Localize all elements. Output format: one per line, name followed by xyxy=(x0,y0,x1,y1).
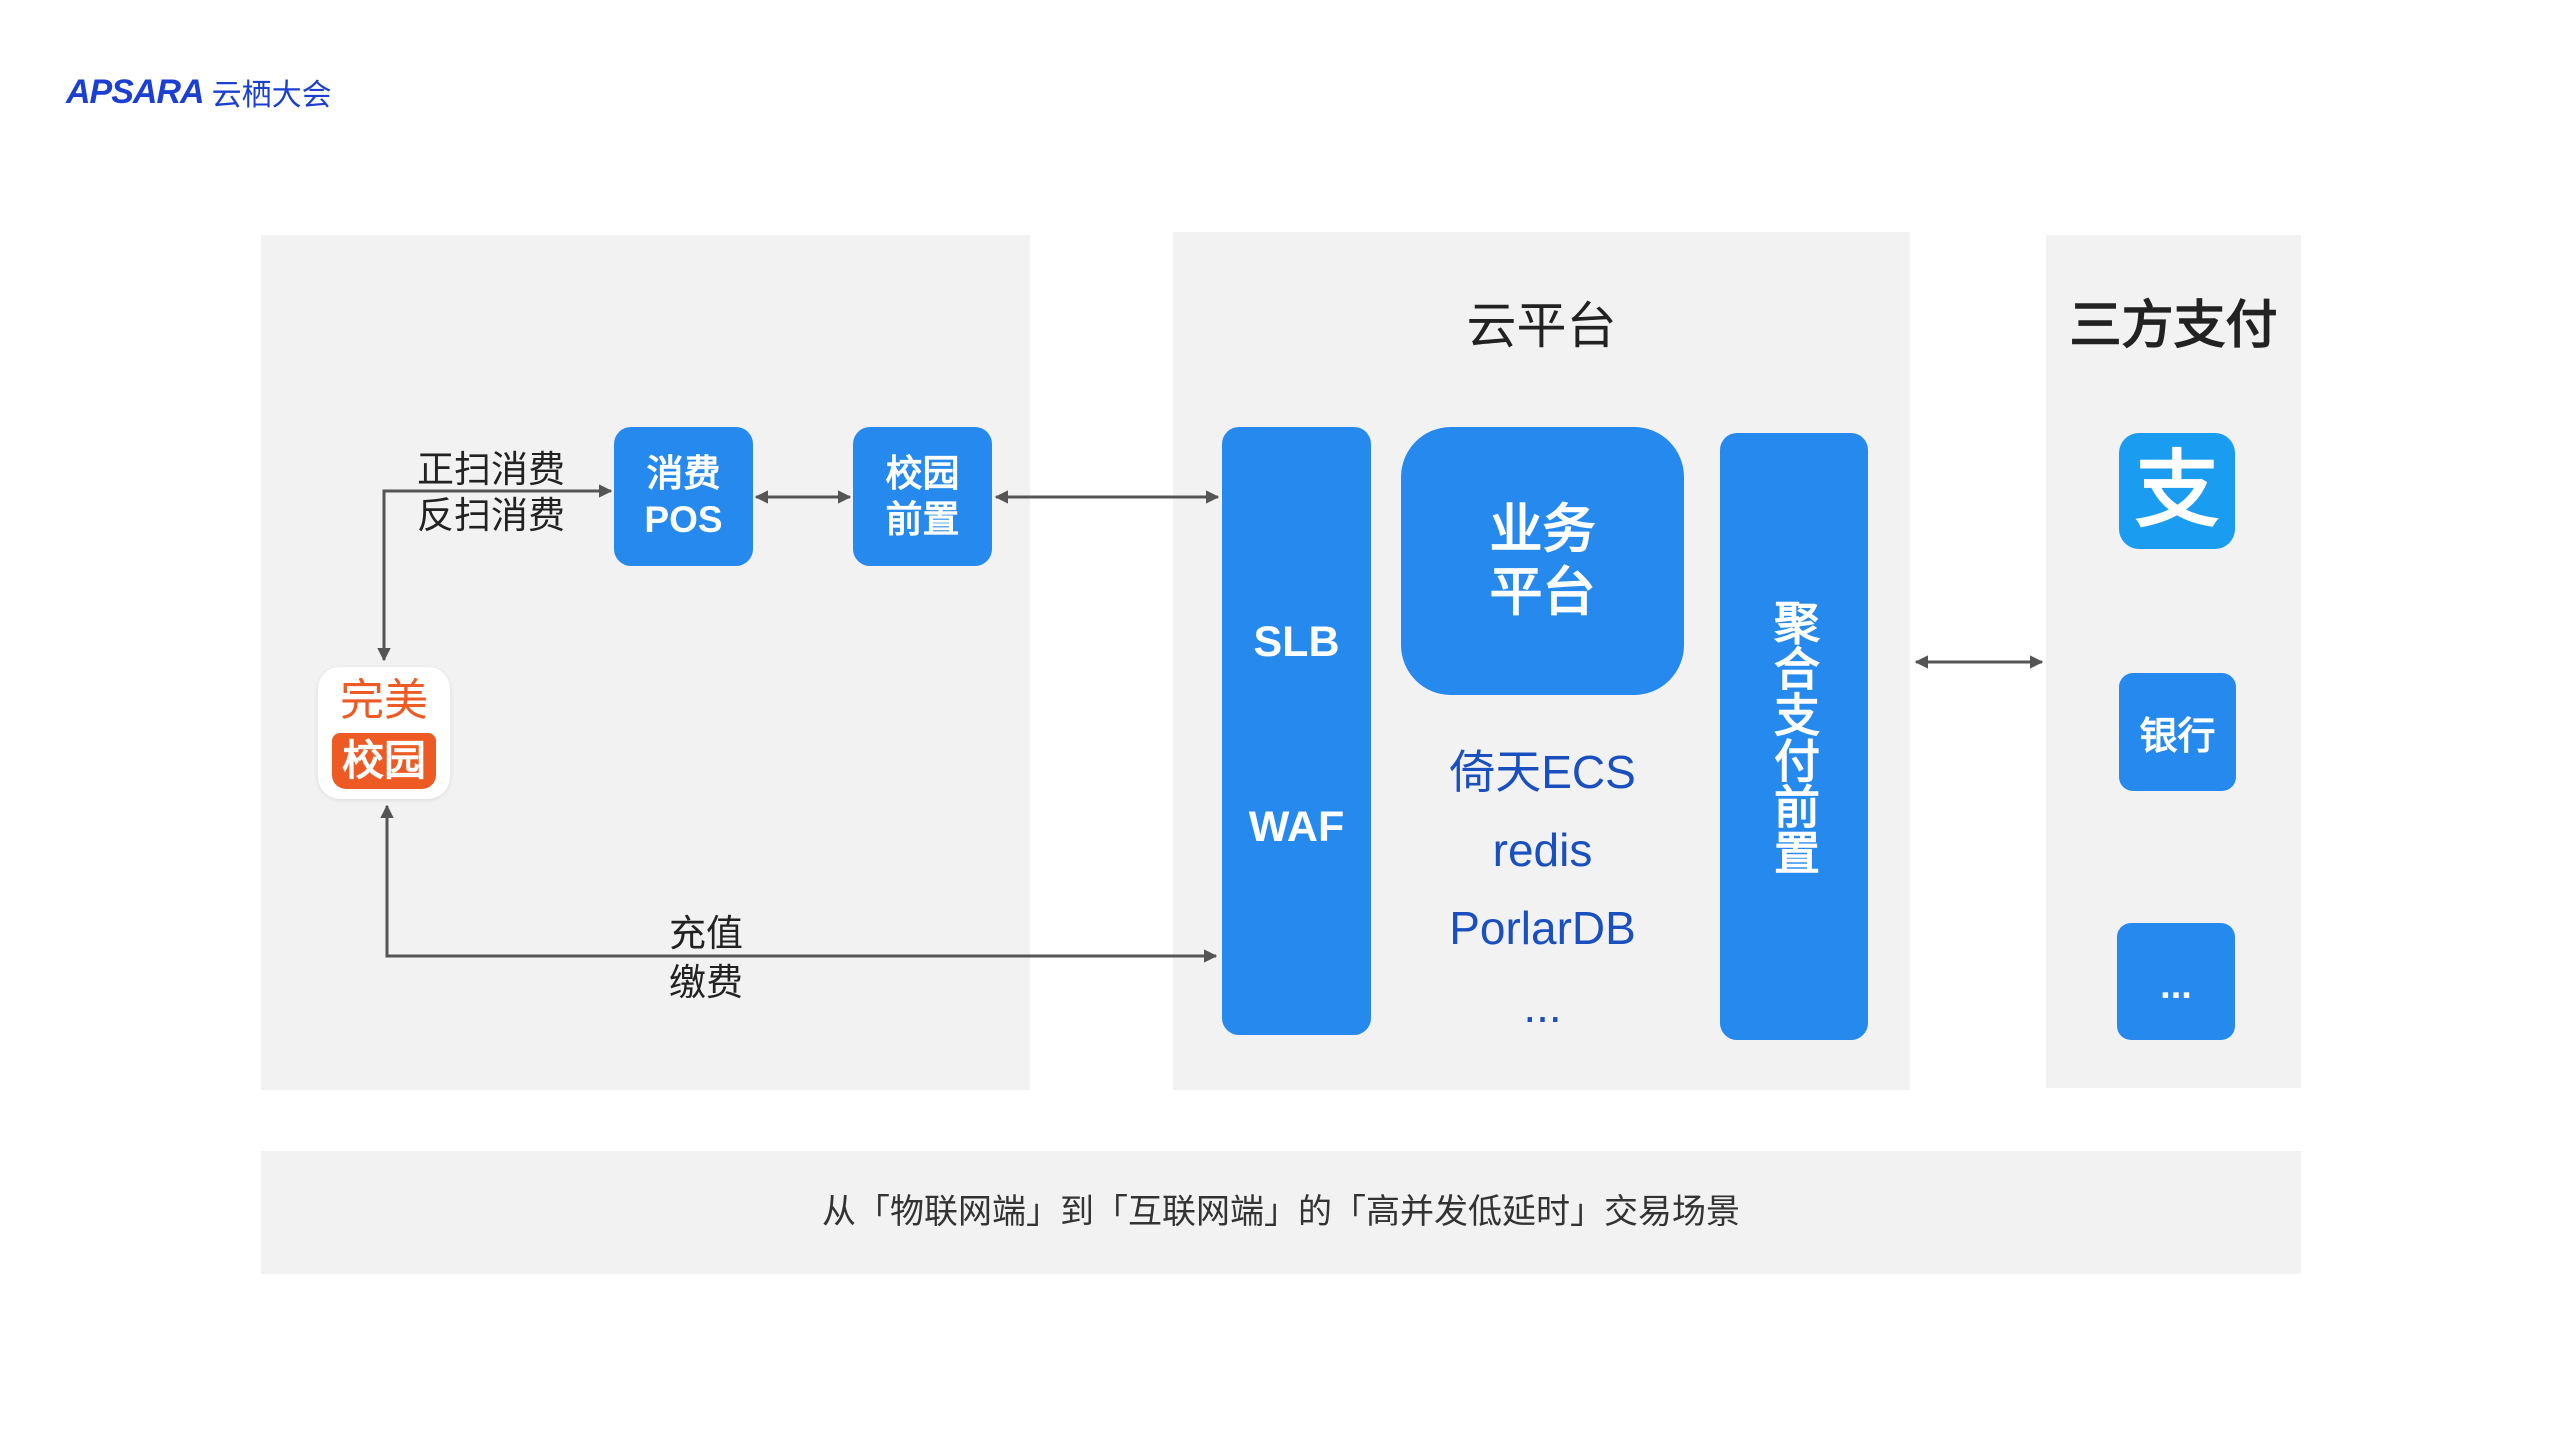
slb-label: SLB xyxy=(1253,618,1340,666)
more-payment-label: ... xyxy=(2160,965,2192,1007)
app-icon-bottom-text: 校园 xyxy=(332,733,436,789)
caption-text: 从「物联网端」到「互联网端」的「高并发低延时」交易场景 xyxy=(822,1193,1740,1231)
pos-box-line-1: 消费 xyxy=(646,452,721,494)
pos-box: 消费 POS xyxy=(614,427,753,566)
third-party-payment-title: 三方支付 xyxy=(2069,297,2278,355)
bank-box: 银行 xyxy=(2119,673,2236,791)
third-party-payment-panel: 三方支付 支 银行 ... xyxy=(2046,235,2301,1088)
recharge-label: 充值 xyxy=(669,913,743,954)
app-icon-top-text: 完美 xyxy=(340,676,428,725)
campus-front-line-1: 校园 xyxy=(885,452,960,494)
alipay-icon: 支 xyxy=(2119,433,2235,549)
scan-label-reverse: 反扫消费 xyxy=(417,495,565,536)
scan-labels: 正扫消费 反扫消费 xyxy=(410,447,572,539)
caption-bar: 从「物联网端」到「互联网端」的「高并发低延时」交易场景 xyxy=(261,1151,2301,1274)
business-platform-box: 业务 平台 xyxy=(1401,427,1684,695)
waf-label: WAF xyxy=(1248,803,1345,851)
campus-front-box: 校园 前置 xyxy=(853,427,992,566)
cloud-platform-title: 云平台 xyxy=(1466,298,1617,354)
service-item: 倚天ECS xyxy=(1449,746,1636,798)
business-line-2: 平台 xyxy=(1489,563,1596,622)
logo-brand: APSARA xyxy=(66,72,205,111)
scan-label-forward: 正扫消费 xyxy=(417,449,565,490)
aggregate-payment-front-column: 聚合支付前置 xyxy=(1720,433,1868,1040)
cloud-platform-panel: 云平台 SLB WAF 业务 平台 倚天ECS redis PorlarDB .… xyxy=(1173,232,1910,1090)
service-item: redis xyxy=(1492,824,1593,876)
aggregate-payment-front-label: 聚合支付前置 xyxy=(1768,598,1820,875)
business-line-1: 业务 xyxy=(1489,500,1596,559)
service-item: ... xyxy=(1523,980,1562,1032)
campus-front-line-2: 前置 xyxy=(885,498,960,540)
service-item: PorlarDB xyxy=(1449,902,1636,954)
more-payment-box: ... xyxy=(2117,923,2235,1040)
apsara-logo: APSARA 云栖大会 xyxy=(66,70,332,114)
recharge-labels: 充值 缴费 xyxy=(640,909,772,1007)
logo-text: 云栖大会 xyxy=(211,79,332,112)
gateway-column: SLB WAF xyxy=(1222,427,1371,1035)
perfect-campus-app-icon: 完美 校园 xyxy=(318,667,450,799)
bank-label: 银行 xyxy=(2139,715,2216,758)
alipay-icon-background xyxy=(2119,433,2235,549)
campus-panel: 正扫消费 反扫消费 消费 POS 校园 前置 完美 校园 充值 缴费 xyxy=(261,235,1030,1090)
payment-label: 缴费 xyxy=(669,962,743,1003)
alipay-icon-glyph: 支 xyxy=(2135,441,2219,539)
pos-box-line-2: POS xyxy=(644,498,723,540)
service-list: 倚天ECS redis PorlarDB ... xyxy=(1401,733,1684,1045)
